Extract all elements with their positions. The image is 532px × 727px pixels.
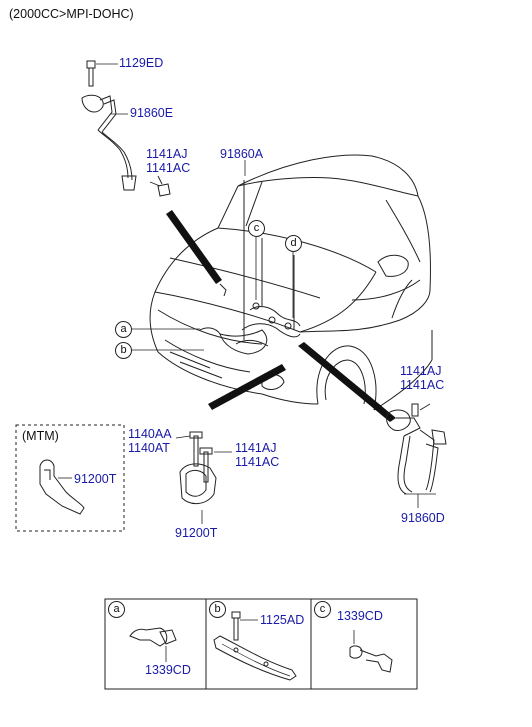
detail-c-letter: c: [314, 601, 331, 618]
part-label-91200T-mtm[interactable]: 91200T: [74, 472, 117, 486]
bolt-1129ED-drawing: [86, 60, 118, 87]
harness-91860A: [199, 180, 301, 347]
detail-b-part-1125AD[interactable]: 1125AD: [260, 613, 305, 627]
part-label-91860D[interactable]: 91860D: [401, 511, 445, 525]
callout-d[interactable]: d: [285, 235, 302, 252]
pointer-wedges: [166, 210, 396, 422]
ground-cable-91860E-drawing: [81, 94, 137, 191]
ground-cable-91860D-drawing: [386, 403, 447, 508]
part-label-91200T[interactable]: 91200T: [175, 526, 218, 540]
car-illustration: [149, 154, 433, 411]
detail-a-letter: a: [108, 601, 125, 618]
detail-box-c: [310, 598, 418, 690]
part-label-1129ED[interactable]: 1129ED: [119, 56, 164, 70]
detail-a-part-1339CD[interactable]: 1339CD: [145, 663, 191, 677]
callout-c[interactable]: c: [248, 220, 265, 237]
detail-b-letter: b: [209, 601, 226, 618]
part-label-1140AA[interactable]: 1140AA: [128, 427, 172, 441]
detail-c-part-1339CD[interactable]: 1339CD: [337, 609, 383, 623]
callout-b[interactable]: b: [115, 342, 132, 359]
part-label-1141AJ-right[interactable]: 1141AJ: [400, 364, 442, 378]
part-label-91860A[interactable]: 91860A: [220, 147, 264, 161]
part-label-1141AJ-top[interactable]: 1141AJ: [146, 147, 188, 161]
engine-spec-title: (2000CC>MPI-DOHC): [9, 7, 134, 21]
part-label-1140AT[interactable]: 1140AT: [128, 441, 170, 455]
part-label-1141AC-right[interactable]: 1141AC: [400, 378, 445, 392]
mtm-label: (MTM): [22, 429, 59, 443]
bolt-1141-top-drawing: [149, 175, 171, 197]
part-label-1141AC-mid[interactable]: 1141AC: [235, 455, 280, 469]
mtm-box: [15, 424, 125, 532]
part-label-1141AC-top[interactable]: 1141AC: [146, 161, 191, 175]
part-label-91860E[interactable]: 91860E: [130, 106, 174, 120]
callout-leaders: [131, 160, 294, 351]
part-label-1141AJ-mid[interactable]: 1141AJ: [235, 441, 277, 455]
bracket-91200T-drawing: [175, 431, 232, 524]
callout-a[interactable]: a: [115, 321, 132, 338]
